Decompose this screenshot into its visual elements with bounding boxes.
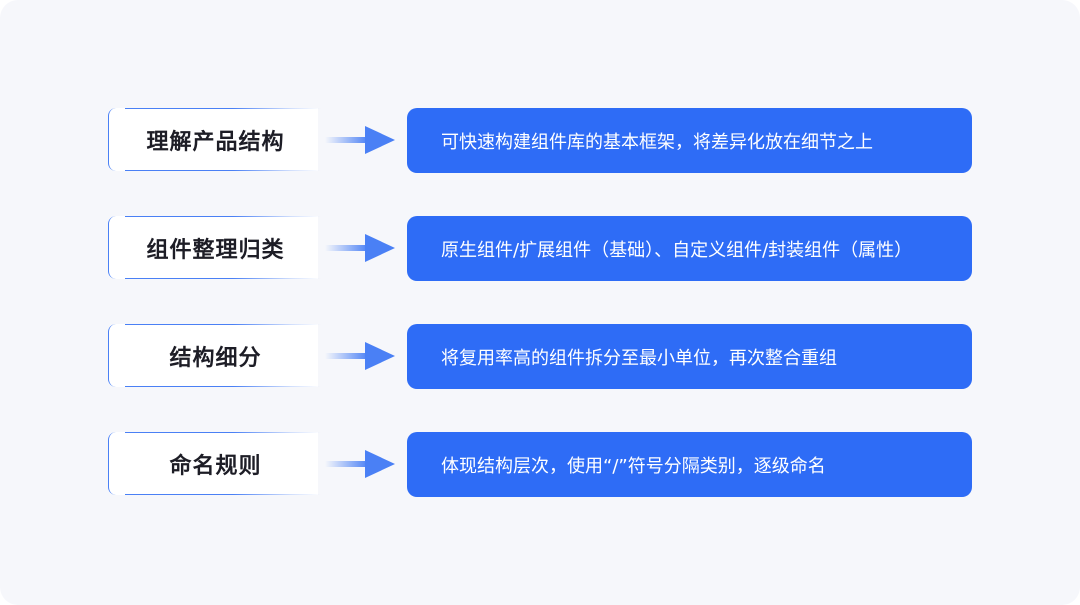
step-label-box: 结构细分 [108, 324, 321, 387]
label-box-top-edge [125, 108, 321, 109]
step-label-box: 理解产品结构 [108, 108, 321, 171]
step-row-3: 结构细分 将复用率高的组件拆分至最小单位，再次整合重组 [108, 324, 972, 389]
step-description-box: 体现结构层次，使用“/”符号分隔类别，逐级命名 [407, 432, 972, 497]
step-row-2: 组件整理归类 原生组件/扩展组件（基础）、自定义组件/封装组件（属性） [108, 216, 972, 281]
step-row-4: 命名规则 体现结构层次，使用“/”符号分隔类别，逐级命名 [108, 432, 972, 497]
arrow-right-icon [325, 342, 395, 370]
label-box-bottom-edge [125, 170, 321, 171]
label-box-bottom-edge [125, 278, 321, 279]
label-box-top-edge [125, 324, 321, 325]
step-label: 理解产品结构 [146, 129, 285, 155]
label-box-top-edge [125, 432, 321, 433]
step-description-box: 可快速构建组件库的基本框架，将差异化放在细节之上 [407, 108, 972, 173]
arrow-right-icon [325, 450, 395, 478]
step-label: 命名规则 [169, 453, 262, 479]
step-description: 将复用率高的组件拆分至最小单位，再次整合重组 [441, 347, 837, 369]
step-description-box: 原生组件/扩展组件（基础）、自定义组件/封装组件（属性） [407, 216, 972, 281]
step-description: 体现结构层次，使用“/”符号分隔类别，逐级命名 [441, 455, 826, 477]
label-box-top-edge [125, 216, 321, 217]
step-label: 结构细分 [169, 345, 262, 371]
arrow-right-icon [325, 234, 395, 262]
step-description: 原生组件/扩展组件（基础）、自定义组件/封装组件（属性） [441, 239, 913, 261]
step-description: 可快速构建组件库的基本框架，将差异化放在细节之上 [441, 131, 873, 153]
arrow-right-icon [325, 126, 395, 154]
step-description-box: 将复用率高的组件拆分至最小单位，再次整合重组 [407, 324, 972, 389]
step-label-box: 命名规则 [108, 432, 321, 495]
label-box-bottom-edge [125, 386, 321, 387]
label-box-bottom-edge [125, 494, 321, 495]
step-label-box: 组件整理归类 [108, 216, 321, 279]
step-label: 组件整理归类 [146, 237, 285, 263]
step-row-1: 理解产品结构 可快速构建组件库的基本框架，将差异化放在细节之上 [108, 108, 972, 173]
